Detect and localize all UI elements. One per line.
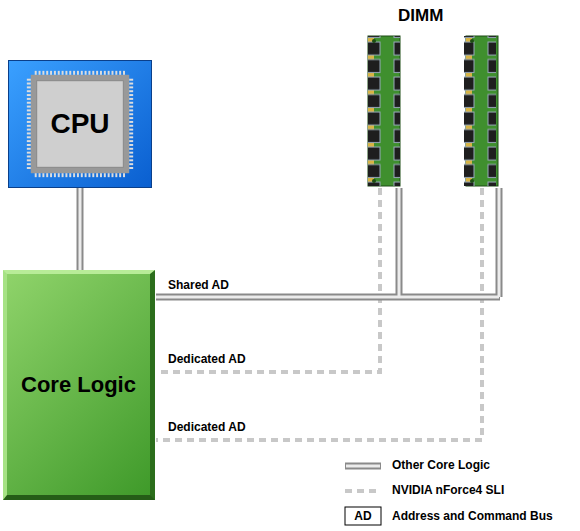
legend-dash-sample — [345, 489, 381, 493]
bus-label: Dedicated AD — [168, 352, 246, 366]
dimm-module — [368, 36, 400, 186]
bus-connector — [80, 188, 81, 270]
dedicated-bus — [156, 188, 482, 440]
legend-line-sample — [345, 466, 381, 467]
core-logic-box: Core Logic — [3, 270, 155, 500]
box-label: Core Logic — [21, 372, 136, 398]
bus-label: Shared AD — [168, 278, 229, 292]
legend-box-sample — [345, 507, 381, 525]
chip-label: CPU — [50, 108, 109, 140]
dimm-label: DIMM — [398, 6, 443, 26]
cpu-chip: CPU — [8, 60, 152, 188]
legend-box-text: AD — [345, 507, 381, 525]
shared-bus — [156, 188, 500, 297]
legend-text: Other Core Logic — [392, 458, 490, 472]
bus-label: Dedicated AD — [168, 420, 246, 434]
legend-text: NVIDIA nForce4 SLI — [392, 483, 504, 497]
dimm-module — [464, 36, 498, 186]
legend-text: Address and Command Bus — [392, 509, 553, 523]
